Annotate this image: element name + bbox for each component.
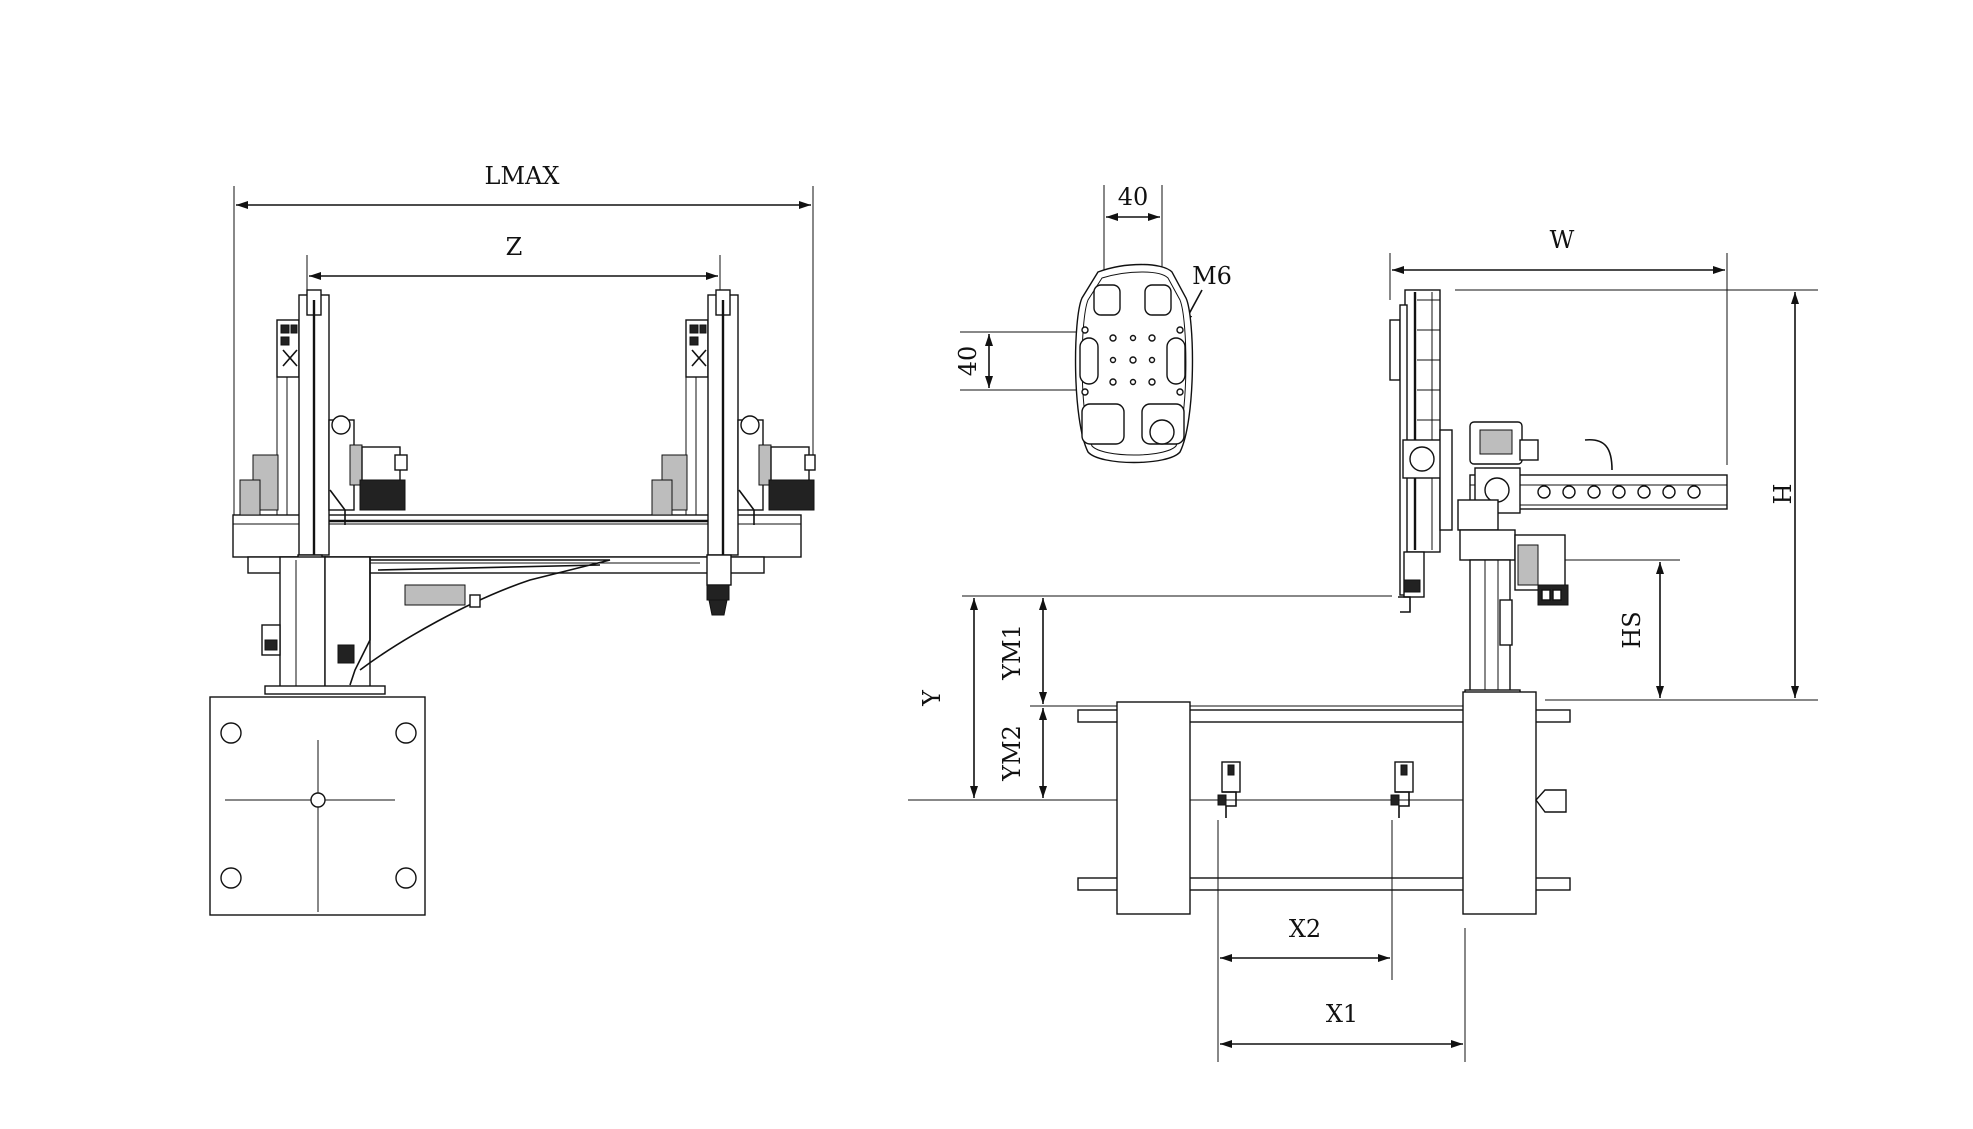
dim-label-x2: X2 (1289, 915, 1321, 943)
side-vertical-arm (1389, 289, 1453, 613)
side-view: W H HS (908, 226, 1818, 1062)
dimension-x2: X2 (1217, 820, 1393, 1062)
side-pillar (1464, 559, 1521, 699)
dim-label-plate-height: 40 (954, 346, 982, 377)
dim-label-plate-width: 40 (1118, 183, 1149, 211)
front-view: LMAX Z (209, 162, 816, 916)
mold-gripper-right (1390, 761, 1414, 818)
molding-machine (1077, 691, 1571, 915)
dimension-ym2: YM2 (998, 708, 1047, 798)
dim-label-thread: M6 (1192, 262, 1232, 290)
dimension-w: W (1389, 226, 1728, 465)
support-pillar (261, 556, 611, 695)
mold-gripper-left (1217, 761, 1241, 818)
dimension-lmax: LMAX (233, 162, 814, 520)
dim-label-w: W (1550, 226, 1575, 254)
dimension-h: H (1455, 289, 1818, 701)
dim-label-h: H (1767, 484, 1795, 505)
dim-label-y: Y (918, 689, 946, 707)
dim-label-ym1: YM1 (998, 624, 1026, 681)
end-plate-detail: 40 40 M6 (954, 183, 1232, 464)
dimension-hs: HS (1560, 559, 1680, 698)
dim-label-hs: HS (1618, 611, 1646, 648)
right-arm-assembly (651, 289, 816, 616)
dimension-x1: X1 (1220, 928, 1466, 1062)
side-traverse-beam (1457, 421, 1728, 606)
base-plate (209, 696, 426, 916)
dimension-z: Z (306, 233, 721, 300)
dim-label-z: Z (506, 233, 523, 261)
dimension-ym1: YM1 (998, 598, 1470, 707)
dim-label-ym2: YM2 (998, 725, 1026, 782)
dimension-y: Y (908, 595, 1560, 801)
dim-label-x1: X1 (1326, 1000, 1358, 1028)
dim-label-lmax: LMAX (485, 162, 560, 190)
